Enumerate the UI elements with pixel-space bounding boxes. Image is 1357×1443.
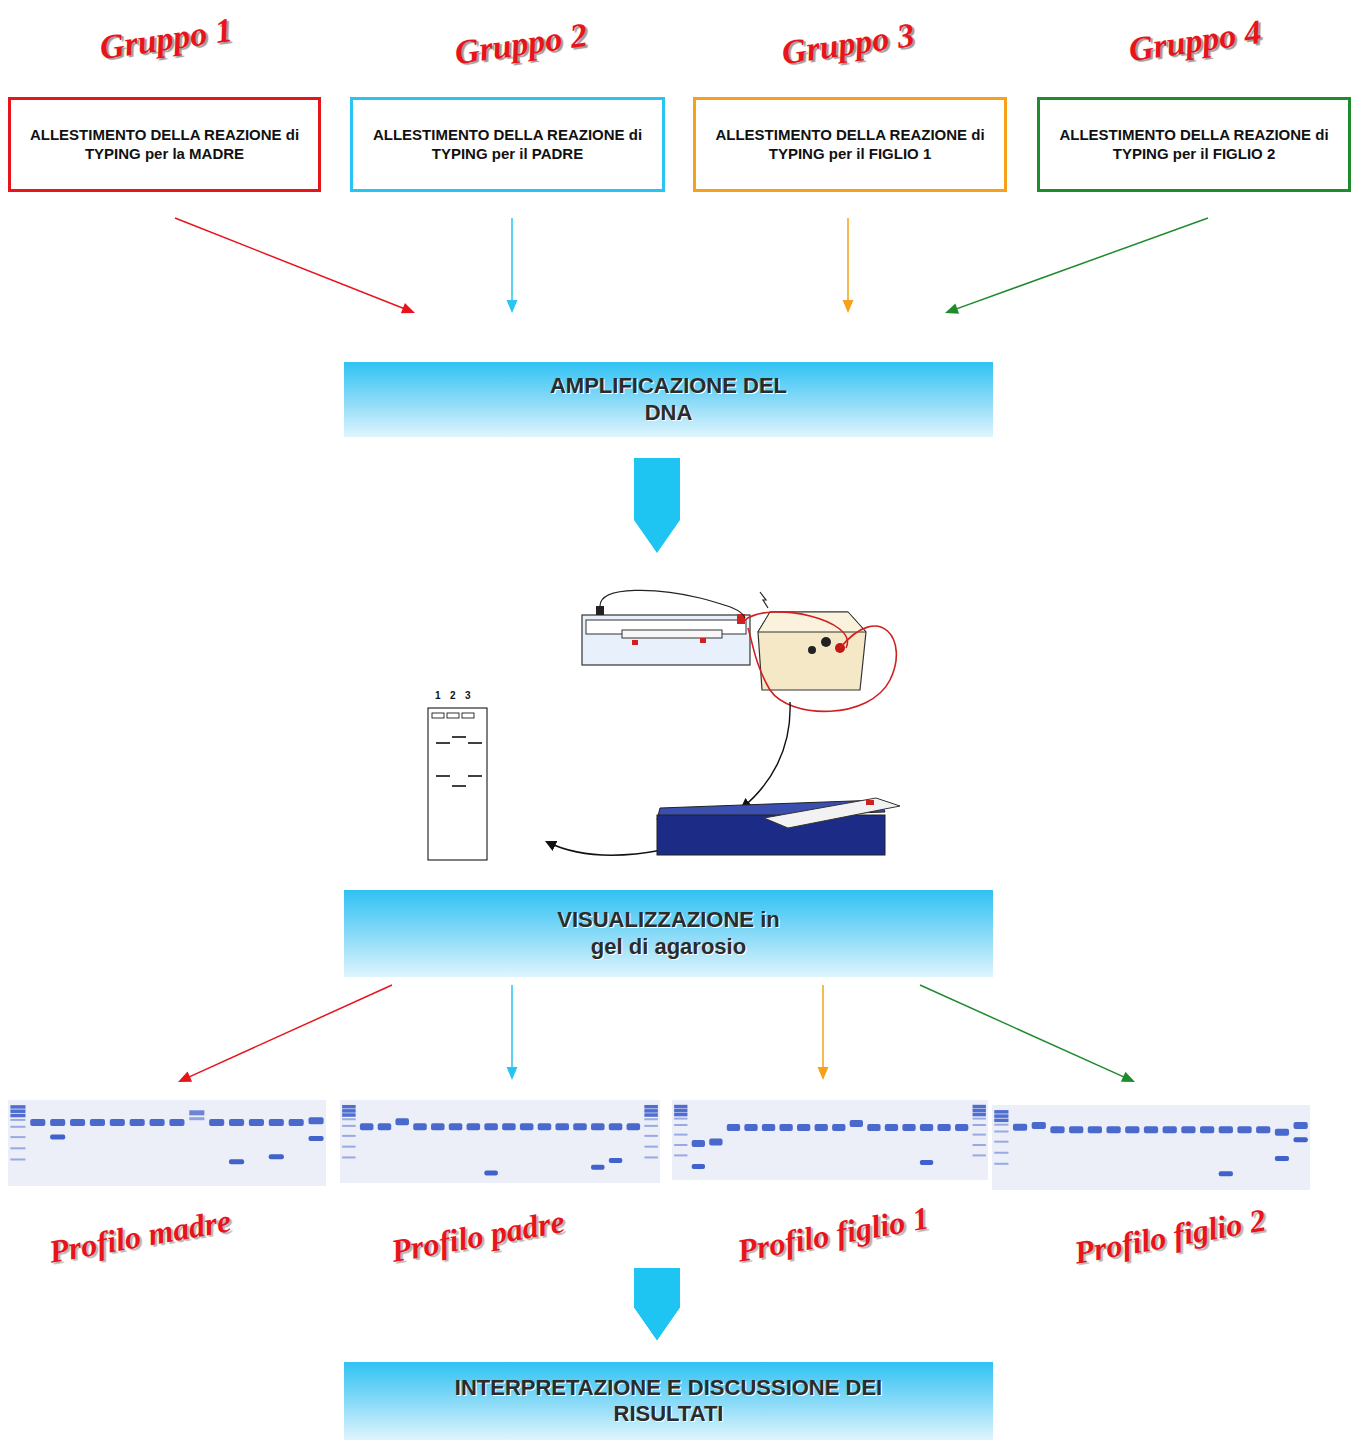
- flow-arrow: [818, 985, 829, 1080]
- flow-arrow: [843, 218, 854, 313]
- gel-profile: Profilo padre: [340, 1100, 660, 1183]
- box-text: ALLESTIMENTO DELLA REAZIONE di TYPING pe…: [1057, 126, 1331, 164]
- band-text: AMPLIFICAZIONE DEL DNA: [539, 373, 799, 426]
- lane-number: 1: [435, 690, 441, 701]
- flow-arrow: [945, 218, 1208, 314]
- flow-arrow: [920, 985, 1135, 1082]
- group-heading: Gruppo 3: [779, 16, 916, 72]
- lane-number: 3: [465, 690, 471, 701]
- process-box: Gruppo 3ALLESTIMENTO DELLA REAZIONE di T…: [693, 97, 1007, 192]
- step-band: AMPLIFICAZIONE DEL DNA: [344, 362, 993, 437]
- flow-chevron: [634, 1268, 680, 1340]
- gel-image: [992, 1105, 1310, 1190]
- profile-label: Profilo madre: [46, 1202, 234, 1270]
- flow-chevron: [634, 1268, 680, 1340]
- flow-arrow: [507, 985, 518, 1080]
- gel-card: [428, 708, 487, 860]
- box-text: ALLESTIMENTO DELLA REAZIONE di TYPING pe…: [28, 126, 301, 164]
- gel-image: [672, 1100, 988, 1180]
- gel-profile: Profilo figlio 1: [672, 1100, 988, 1180]
- flow-chevron: [634, 458, 680, 553]
- box-text: ALLESTIMENTO DELLA REAZIONE di TYPING pe…: [370, 126, 645, 164]
- process-box: Gruppo 4ALLESTIMENTO DELLA REAZIONE di T…: [1037, 97, 1351, 192]
- process-arrow: [742, 702, 790, 808]
- band-text: INTERPRETAZIONE E DISCUSSIONE DEI RISULT…: [429, 1375, 909, 1428]
- group-heading: Gruppo 2: [452, 16, 589, 72]
- flow-arrow: [175, 218, 415, 313]
- profile-label: Profilo figlio 1: [734, 1199, 931, 1269]
- step-band: INTERPRETAZIONE E DISCUSSIONE DEI RISULT…: [344, 1362, 993, 1440]
- band-text: VISUALIZZAZIONE in gel di agarosio: [544, 907, 794, 960]
- gel-image: [8, 1100, 326, 1186]
- profile-label: Profilo figlio 2: [1071, 1201, 1268, 1271]
- step-band: VISUALIZZAZIONE in gel di agarosio: [344, 890, 993, 977]
- box-text: ALLESTIMENTO DELLA REAZIONE di TYPING pe…: [713, 126, 987, 164]
- flow-chevron: [634, 1268, 680, 1340]
- gel-tank: [582, 590, 768, 665]
- flow-arrow: [507, 218, 518, 313]
- lane-number: 2: [450, 690, 456, 701]
- process-arrow: [547, 842, 662, 855]
- uv-transilluminator: [657, 798, 900, 855]
- process-box: Gruppo 2ALLESTIMENTO DELLA REAZIONE di T…: [350, 97, 665, 192]
- gel-profile: Profilo madre: [8, 1100, 326, 1186]
- group-heading: Gruppo 1: [97, 11, 234, 67]
- profile-label: Profilo padre: [389, 1203, 568, 1270]
- gel-profile: Profilo figlio 2: [992, 1105, 1310, 1190]
- group-heading: Gruppo 4: [1126, 13, 1263, 69]
- flow-arrow: [178, 985, 392, 1082]
- gel-image: [340, 1100, 660, 1183]
- power-supply: [745, 612, 896, 711]
- flow-chevron: [634, 1268, 680, 1340]
- process-box: Gruppo 1ALLESTIMENTO DELLA REAZIONE di T…: [8, 97, 321, 192]
